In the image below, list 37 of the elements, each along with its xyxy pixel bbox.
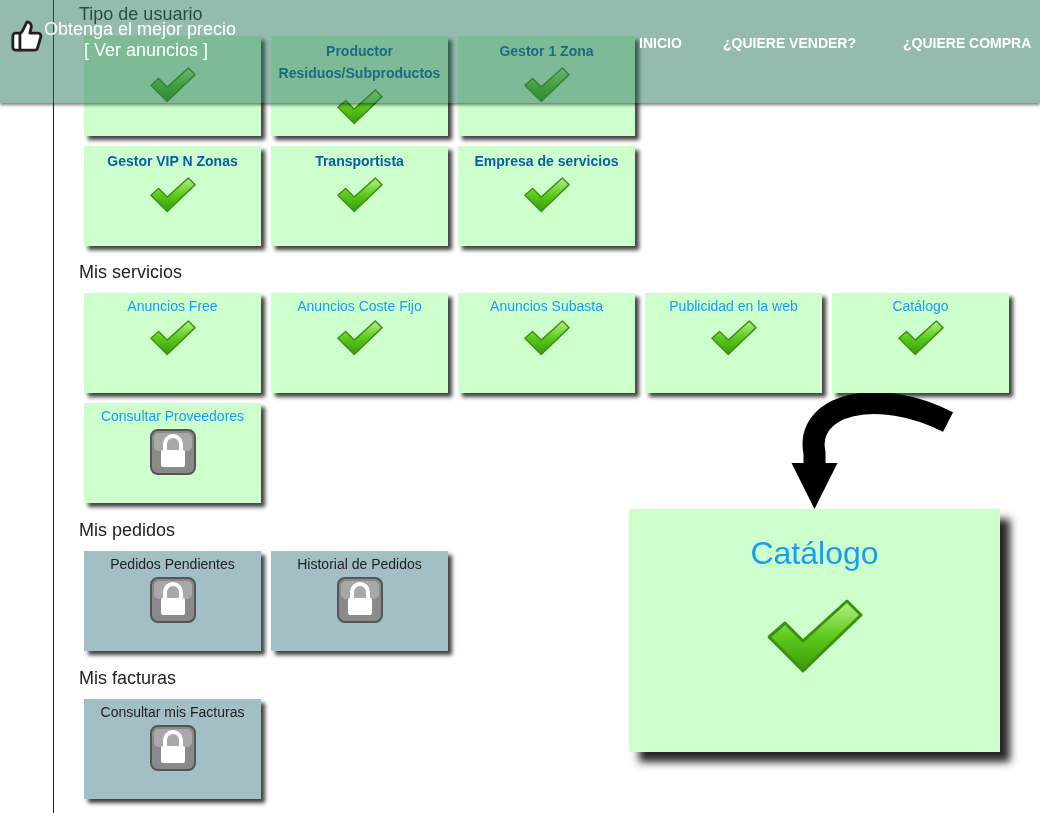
nav-link: ¿QUIERE COMPRA <box>903 34 1032 53</box>
option-tile <box>271 36 448 136</box>
option-tile <box>84 403 261 503</box>
nav-link: INICIO <box>639 34 682 53</box>
tile-title: Empresa de servicios <box>473 152 620 171</box>
option-tile <box>458 146 635 246</box>
option-tile <box>645 293 822 393</box>
tile-title: Anuncios Subasta <box>489 297 604 315</box>
tile-title: Consultar mis Facturas <box>99 703 246 721</box>
tile-title: Catálogo <box>891 297 950 315</box>
section-heading: Mis pedidos <box>79 519 176 542</box>
tile-title: Gestor VIP N Zonas <box>106 152 239 171</box>
section-heading: Mis facturas <box>79 667 177 690</box>
tile-title: Historial de Pedidos <box>296 555 423 573</box>
option-tile <box>271 146 448 246</box>
option-tile <box>458 36 635 136</box>
tile-title: Anuncios Coste Fijo <box>296 297 423 315</box>
option-tile <box>832 293 1009 393</box>
tile-title: Pedidos Pendientes <box>109 555 236 573</box>
tile-title: Catálogo <box>749 534 880 573</box>
tile-title: Publicidad en la web <box>668 297 799 315</box>
locked-tile <box>84 699 261 799</box>
tile-title: Gestor 1 Zona <box>498 42 595 61</box>
tile-title: Productor Residuos/Subproductos <box>277 42 442 83</box>
section-heading: Mis servicios <box>79 261 182 284</box>
tile-title: Transportista <box>314 152 405 171</box>
promo-link: [ Ver anuncios ] <box>84 39 209 62</box>
option-tile <box>629 509 1000 752</box>
option-tile <box>84 146 261 246</box>
nav-link: ¿QUIERE VENDER? <box>723 34 856 53</box>
option-tile <box>84 293 261 393</box>
locked-tile <box>84 551 261 651</box>
option-tile <box>458 293 635 393</box>
tile-title: Consultar Proveedores <box>99 407 246 425</box>
locked-tile <box>271 551 448 651</box>
option-tile <box>271 293 448 393</box>
tile-title: Anuncios Free <box>126 297 219 315</box>
